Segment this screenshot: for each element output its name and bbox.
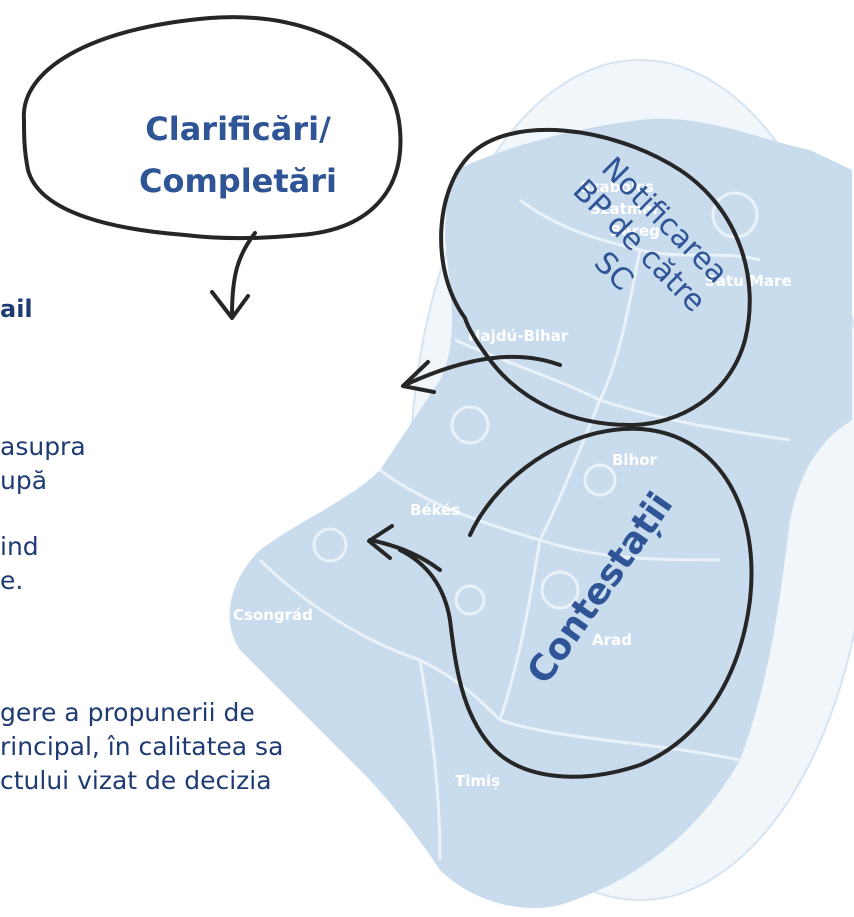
arrowhead-icon	[210, 290, 250, 320]
paragraph-line: e.	[0, 566, 24, 595]
paragraph-line: gere a propunerii de	[0, 698, 255, 727]
region-map: Szabolcs Szatmár Bereg Satu Mare Hajdú-B…	[229, 118, 852, 909]
region-label: Bereg	[610, 222, 660, 240]
region-label: Békés	[410, 501, 460, 519]
region-label: Timiș	[455, 772, 500, 790]
loop-outline	[439, 127, 752, 428]
map-outer-shape	[229, 118, 852, 909]
heading-fragment: ail	[0, 295, 33, 323]
paragraph-line: rincipal, în calitatea sa	[0, 732, 284, 761]
loop-outline	[398, 426, 754, 779]
region-label: Csongrád	[233, 606, 313, 624]
clarificari-title-line2: Completări	[139, 162, 337, 200]
paragraph-line: ind	[0, 532, 39, 561]
curved-arrow-icon	[403, 354, 562, 387]
curved-arrow-icon	[368, 538, 442, 572]
clarificari-title-line1: Clarificări/	[145, 110, 331, 148]
paragraph-line: upă	[0, 466, 48, 495]
region-label: Szatmár	[590, 200, 661, 218]
arrowhead-icon	[367, 524, 394, 560]
speech-bubble-outline	[21, 15, 403, 241]
arrowhead-icon	[401, 360, 436, 394]
curved-arrow-icon	[230, 231, 257, 317]
region-label: Bihor	[612, 451, 658, 469]
paragraph-line: ctului vizat de decizia	[0, 766, 272, 795]
region-label: Arad	[592, 631, 632, 649]
map-borders	[258, 191, 791, 861]
region-label: Szabolcs	[580, 178, 654, 196]
paragraph-line: asupra	[0, 432, 86, 461]
region-label: Hajdú-Bihar	[468, 327, 569, 345]
clarificari-bubble: Clarificări/ Completări	[21, 15, 403, 320]
